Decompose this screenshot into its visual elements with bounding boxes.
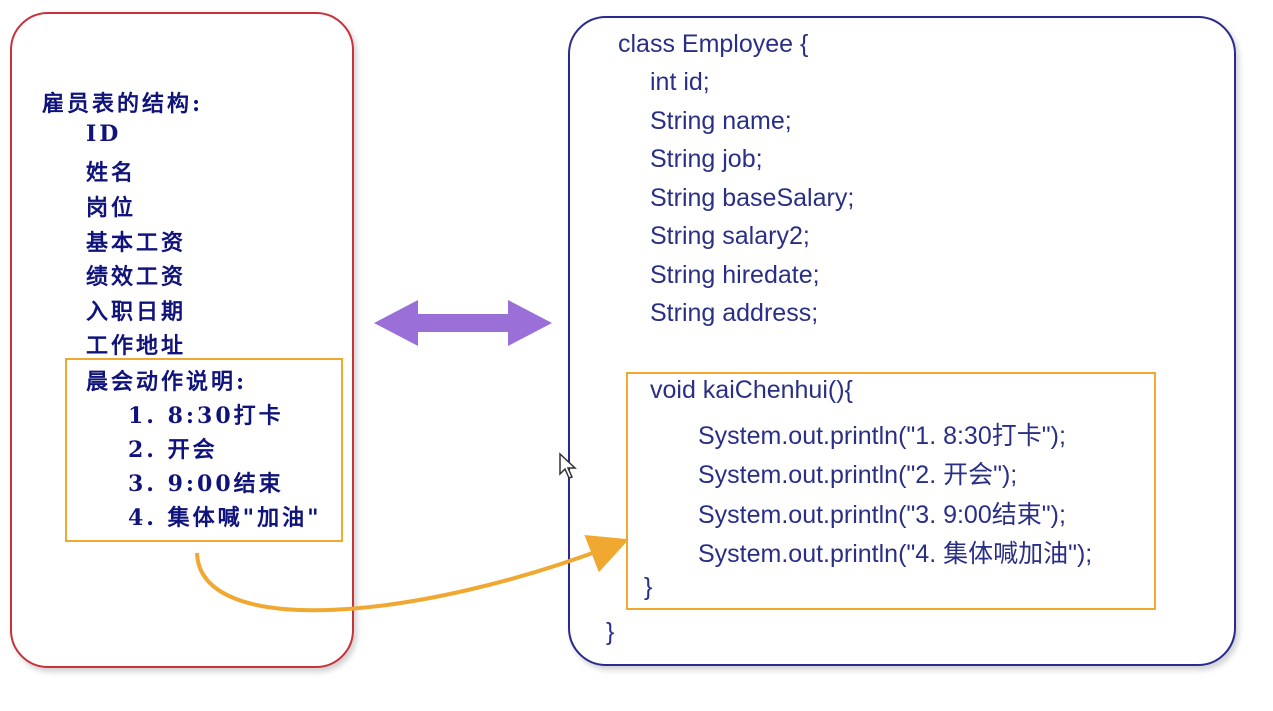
- method-declaration: void kaiChenhui(){: [650, 376, 853, 404]
- field-address: 工作地址: [86, 333, 187, 359]
- method-line-2: System.out.println("2. 开会");: [698, 461, 1018, 489]
- field-name: 姓名: [86, 160, 137, 186]
- employee-class-panel: [568, 16, 1236, 666]
- field-salary2: 绩效工资: [86, 264, 187, 290]
- mapping-curve-arrow: [195, 534, 629, 613]
- field-decl-address: String address;: [650, 299, 819, 327]
- field-base-salary: 基本工资: [86, 230, 187, 256]
- method-line-3: System.out.println("3. 9:00结束");: [698, 501, 1066, 529]
- field-job: 岗位: [86, 195, 137, 221]
- method-close-brace: }: [644, 573, 653, 601]
- action-item-3: 3. 9:00结束: [128, 471, 284, 497]
- field-hiredate: 入职日期: [86, 299, 187, 325]
- employee-table-panel: [10, 12, 354, 668]
- method-highlight: [626, 372, 1156, 610]
- method-line-1: System.out.println("1. 8:30打卡");: [698, 422, 1066, 450]
- morning-meeting-title: 晨会动作说明:: [86, 369, 248, 395]
- action-item-1: 1. 8:30打卡: [128, 403, 284, 429]
- field-decl-base-salary: String baseSalary;: [650, 184, 855, 212]
- action-item-4: 4. 集体喊"加油": [128, 505, 322, 531]
- double-arrow: [374, 300, 552, 346]
- table-structure-title: 雇员表的结构:: [42, 91, 204, 117]
- method-line-4: System.out.println("4. 集体喊加油");: [698, 540, 1093, 568]
- mouse-cursor-icon: [559, 452, 577, 479]
- class-close-brace: }: [606, 618, 615, 646]
- field-decl-hiredate: String hiredate;: [650, 261, 820, 289]
- field-decl-id: int id;: [650, 68, 710, 96]
- field-decl-name: String name;: [650, 107, 792, 135]
- field-id: ID: [86, 121, 122, 147]
- morning-meeting-highlight: [65, 358, 343, 542]
- field-decl-job: String job;: [650, 145, 763, 173]
- action-item-2: 2. 开会: [128, 437, 218, 463]
- class-declaration: class Employee {: [618, 30, 809, 58]
- field-decl-salary2: String salary2;: [650, 222, 810, 250]
